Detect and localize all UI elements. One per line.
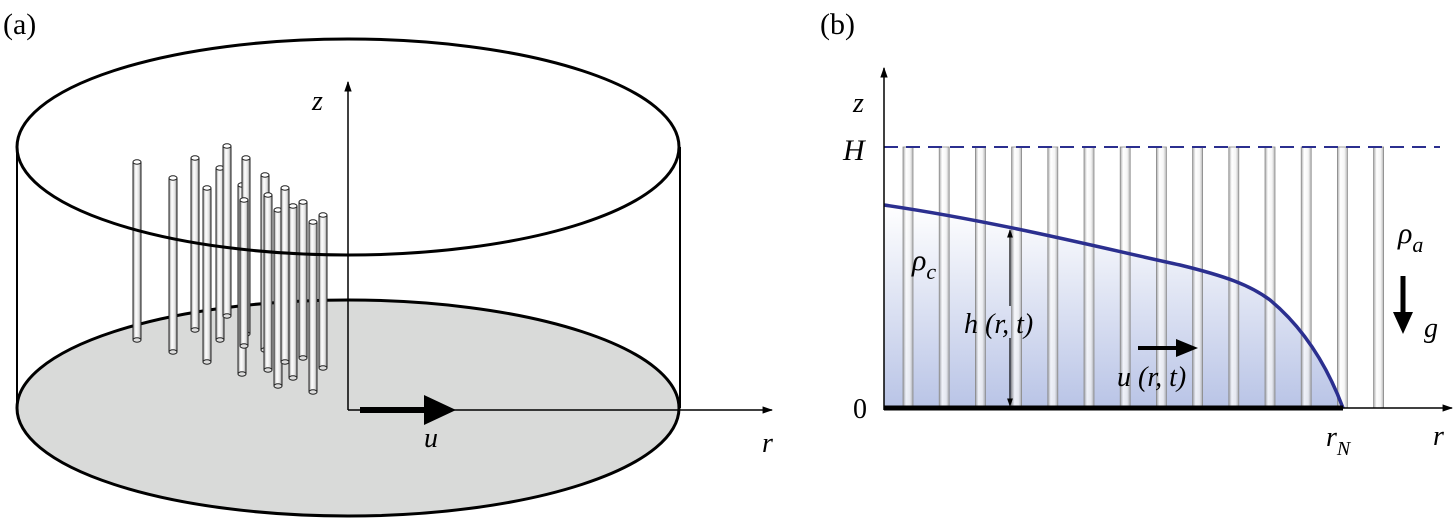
panel-a-label: (a) — [3, 8, 36, 41]
rod-a — [308, 221, 318, 393]
rod-b — [975, 146, 986, 409]
rod-a — [202, 187, 212, 363]
u-label-a: u — [424, 423, 438, 454]
rod-a-top — [239, 197, 249, 203]
g-label: g — [1424, 313, 1438, 344]
rod-a-bottom — [239, 343, 249, 349]
h-label: h (r, t) — [964, 309, 1033, 340]
rod-b — [1083, 146, 1095, 409]
rod-a-top — [298, 199, 308, 205]
rod-a-top — [132, 159, 142, 165]
rod-a-top — [288, 203, 298, 209]
rod-a-bottom — [288, 375, 298, 381]
rod-b — [1373, 146, 1384, 409]
current-region — [884, 205, 1343, 408]
rod-a-bottom — [263, 367, 273, 373]
rod-a-top — [263, 192, 273, 198]
g-arrow-head — [1393, 312, 1413, 334]
rho-a-label: ρa — [1397, 217, 1423, 257]
rod-a-bottom — [308, 389, 318, 395]
panel-b: (b) z H 0 r ρc ρa h (r, t) u (r, t) — [820, 8, 1454, 460]
panel-b-label: (b) — [820, 8, 855, 41]
rod-a — [239, 199, 249, 347]
H-label: H — [842, 134, 867, 167]
rod-a — [222, 145, 232, 317]
rod-a-bottom — [202, 359, 212, 365]
rod-a-bottom — [318, 365, 328, 371]
u-arrow-b-head — [1176, 339, 1198, 357]
rod-a — [263, 194, 273, 371]
rod-a-top — [280, 185, 290, 191]
rods-array-a — [132, 143, 328, 395]
rod-a — [288, 205, 298, 379]
current-profile-curve — [883, 203, 1345, 409]
rod-a-top — [241, 155, 251, 161]
r-axis-b-label: r — [1433, 421, 1444, 452]
rN-label: rN — [1326, 422, 1352, 460]
rod-b — [902, 146, 914, 409]
rod-a-top — [190, 155, 200, 161]
rod-b — [1264, 146, 1276, 409]
rod-a-top — [260, 172, 270, 178]
rod-b — [1047, 146, 1059, 409]
rod-a-bottom — [222, 313, 232, 319]
zero-label: 0 — [853, 394, 867, 425]
u-arrow-a-head — [424, 395, 456, 425]
rho-c-label: ρc — [911, 244, 936, 284]
rod-a — [280, 187, 290, 363]
rod-b — [1337, 146, 1348, 409]
rod-a-top — [318, 212, 328, 218]
rod-a-bottom — [168, 349, 178, 355]
rod-a — [132, 161, 142, 341]
rod-a-bottom — [298, 355, 308, 361]
r-axis-a-label: r — [762, 428, 773, 459]
panel-a: (a) z r u — [3, 8, 774, 518]
rod-b — [938, 146, 950, 409]
z-axis-a-label: z — [311, 86, 323, 117]
rod-b — [1300, 146, 1312, 409]
rod-a-top — [222, 143, 232, 149]
rod-a-top — [308, 219, 318, 225]
rod-a-bottom — [280, 359, 290, 365]
rod-a-bottom — [132, 337, 142, 343]
rod-b — [1228, 146, 1240, 409]
z-axis-b-label: z — [852, 88, 864, 119]
rod-a — [318, 214, 328, 369]
rod-a-bottom — [273, 383, 283, 389]
rod-a — [168, 177, 178, 353]
u-label-b: u (r, t) — [1117, 362, 1186, 393]
rod-b — [1011, 146, 1022, 409]
rod-a-bottom — [215, 337, 225, 343]
rod-a-top — [202, 185, 212, 191]
rod-a-top — [168, 175, 178, 181]
rod-a — [298, 201, 308, 359]
rod-b — [1192, 146, 1203, 409]
rod-a-bottom — [190, 327, 200, 333]
rod-a-bottom — [237, 371, 247, 377]
